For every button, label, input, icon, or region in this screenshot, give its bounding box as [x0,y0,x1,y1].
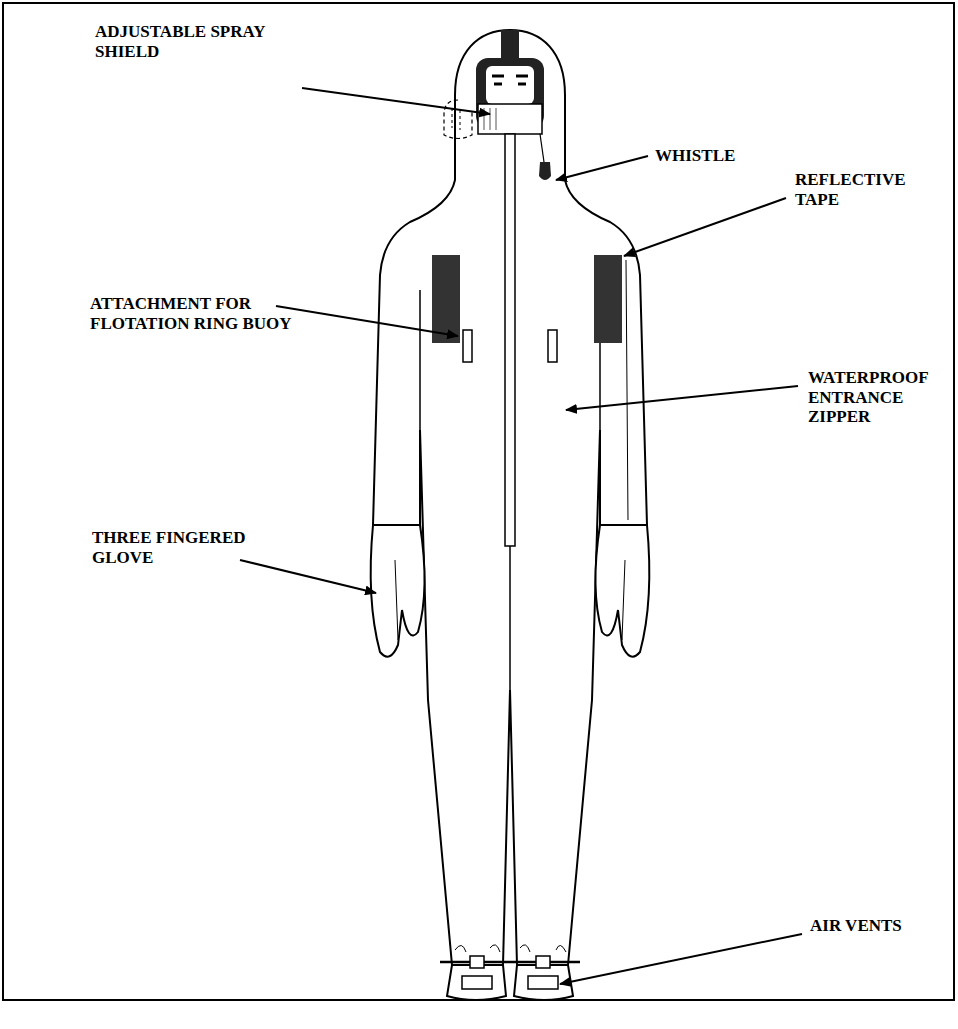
suit-outline [373,30,647,965]
leader-arrow [240,560,376,593]
face [486,66,534,104]
strap-buckle [470,956,484,968]
buoy-attachment [463,330,472,362]
reflective-tape [432,255,460,343]
air-vent [528,976,558,989]
callout-label: AIR VENTS [810,916,940,936]
leader-arrow [624,198,786,256]
strap-ends [455,945,566,952]
reflective-tape [594,255,622,343]
glove [595,525,649,657]
callout-label: ADJUSTABLE SPRAY SHIELD [95,22,285,61]
callout-label: WHISTLE [655,146,775,166]
ankle-strap [440,961,580,964]
zipper [505,134,515,546]
glove [371,525,425,657]
spray-shield [478,104,542,134]
zipper-seam [509,546,511,690]
air-vent [462,976,492,989]
glove-finger [395,560,398,640]
frame [3,3,954,1000]
whistle [539,162,551,180]
shield-folded [444,100,472,139]
strap-buckle [536,956,550,968]
buoy-attachment [548,330,557,362]
arm-seam [626,260,628,520]
whistle-cord [540,134,544,162]
leader-arrow [276,306,458,336]
leader-arrow [566,386,798,410]
boot [447,965,506,1000]
callout-label: ATTACHMENT FOR FLOTATION RING BUOY [90,294,320,333]
callout-label: WATERPROOF ENTRANCE ZIPPER [808,368,940,427]
leader-arrow [556,156,648,180]
callout-label: REFLECTIVE TAPE [795,170,925,209]
shield-folded [452,108,460,130]
hood-stripe [501,30,519,60]
shield-hatch [484,108,496,130]
glove-finger [622,560,625,640]
leader-arrow [560,934,802,984]
eyes [492,76,528,84]
leader-arrow [302,88,490,114]
callout-label: THREE FINGERED GLOVE [92,528,272,567]
